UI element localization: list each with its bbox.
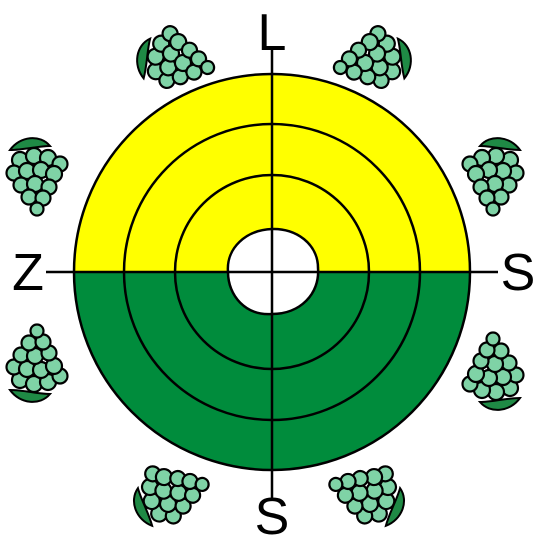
label-right: S	[501, 244, 536, 302]
grape-cluster-icon	[463, 138, 524, 215]
grape-cluster-icon	[463, 333, 524, 410]
grape-cluster-icon	[7, 138, 68, 215]
grape-cluster-icon	[7, 325, 68, 402]
grape-cluster-icon	[126, 453, 217, 532]
label-left: Z	[12, 244, 44, 302]
label-top: L	[258, 4, 287, 62]
label-bottom: S	[255, 488, 290, 538]
grape-cluster-icon	[322, 453, 413, 532]
